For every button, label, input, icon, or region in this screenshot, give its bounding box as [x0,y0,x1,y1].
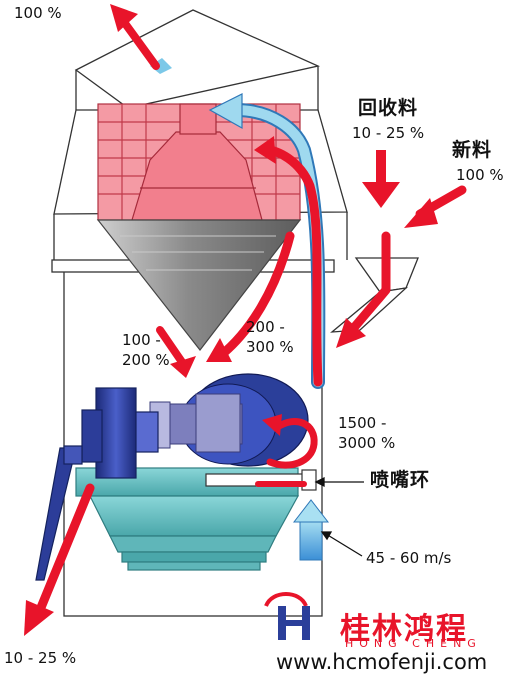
bottom-outlet-label: 10 - 25 % [4,649,77,667]
new-material-percent: 100 % [456,166,504,184]
recycled-material-title: 回收料 [358,97,419,119]
roller-arm [35,387,159,581]
separator-cage [97,103,301,221]
internal-mid-label-2: 300 % [246,338,294,356]
internal-left-label-1: 100 - [122,331,161,349]
brand-name-en: HONG CHENG [345,637,482,650]
leader-lines [314,476,364,557]
air-speed-label: 45 - 60 m/s [366,549,452,567]
brand-url: www.hcmofenji.com [276,650,488,674]
circulation-label-2: 3000 % [338,434,396,452]
internal-mid-label-1: 200 - [246,318,285,336]
internal-left-label-2: 200 % [122,351,170,369]
new-material-title: 新料 [452,139,493,161]
top-outlet-label: 100 % [14,4,62,22]
material-flow-arrows [24,4,467,636]
brand-logo-mark [264,592,310,640]
circulation-label-1: 1500 - [338,414,387,432]
recycled-material-percent: 10 - 25 % [352,124,425,142]
top-hood [74,9,321,109]
brand-name-cn: 桂林鸿程 [340,612,468,647]
nozzle-ring-label: 喷嘴环 [370,469,431,491]
